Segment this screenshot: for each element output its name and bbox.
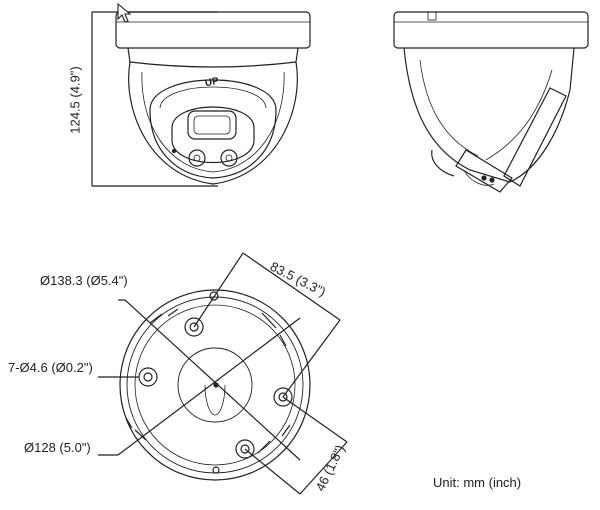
base-diameter-label: Ø128 (5.0") xyxy=(24,440,91,455)
outer-diameter-label: Ø138.3 (Ø5.4") xyxy=(40,273,128,288)
hole-spec-label: 7-Ø4.6 (Ø0.2") xyxy=(8,360,93,375)
mouse-cursor-icon xyxy=(117,3,132,23)
front-view xyxy=(91,11,311,187)
unit-note: Unit: mm (inch) xyxy=(433,475,522,490)
height-dimension-label: 124.5 (4.9") xyxy=(67,66,83,134)
bottom-view xyxy=(119,289,311,481)
side-view xyxy=(393,11,589,193)
bottom-dimension-lines xyxy=(98,252,348,495)
